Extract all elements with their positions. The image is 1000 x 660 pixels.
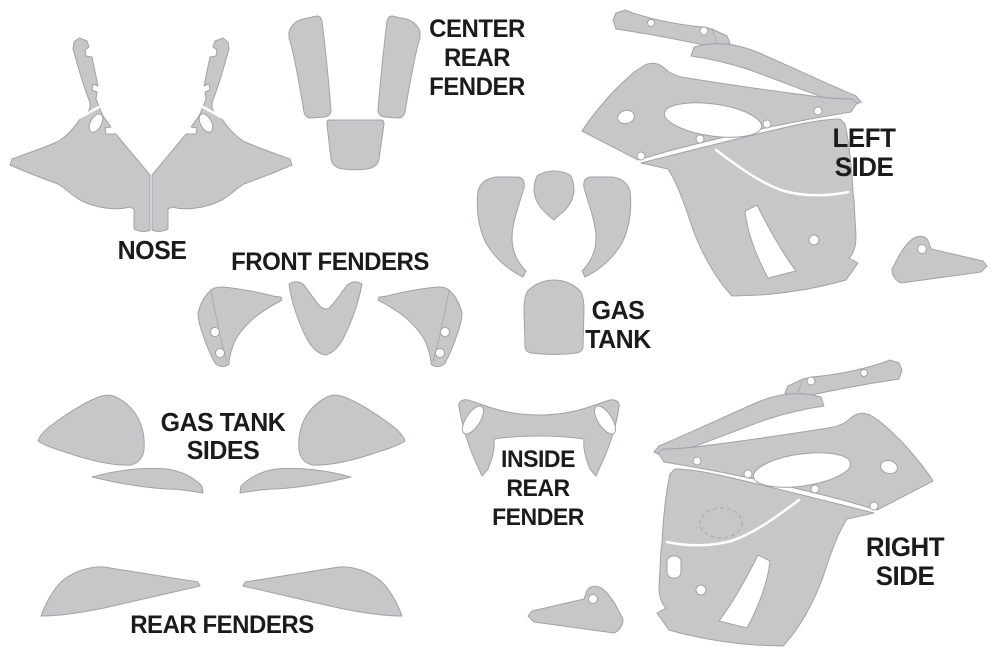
gas-tank-shape bbox=[476, 170, 632, 355]
label-left-side: LEFT SIDE bbox=[833, 124, 896, 182]
belly-slot-cutout bbox=[666, 555, 682, 579]
label-line: NOSE bbox=[117, 235, 187, 265]
label-line: REAR FENDERS bbox=[130, 611, 314, 639]
label-line: GAS TANK bbox=[160, 407, 286, 437]
label-line: REAR bbox=[443, 44, 511, 72]
label-nose: NOSE bbox=[118, 236, 187, 264]
label-gas-tank-sides: GAS TANK SIDES bbox=[161, 408, 286, 464]
label-line: SIDES bbox=[186, 435, 260, 465]
label-line: FENDER bbox=[492, 504, 584, 531]
label-right-side: RIGHT SIDE bbox=[865, 532, 945, 591]
label-line: FRONT FENDERS bbox=[231, 248, 429, 276]
label-line: FENDER bbox=[429, 73, 525, 101]
left-side-shape bbox=[580, 8, 989, 298]
label-gas-tank: GAS TANK bbox=[585, 296, 651, 354]
label-line: RIGHT bbox=[865, 532, 945, 562]
rear-fenders-shape bbox=[40, 566, 403, 617]
label-line: GAS bbox=[591, 295, 645, 325]
label-line: LEFT bbox=[832, 123, 896, 153]
label-center-rear-fender: CENTER REAR FENDER bbox=[429, 15, 525, 102]
fuel-cap-dashed-outline bbox=[699, 507, 743, 539]
inside-rear-fender-shape bbox=[458, 399, 620, 477]
label-line: SIDE bbox=[875, 561, 935, 591]
label-line: SIDE bbox=[834, 152, 894, 182]
label-line: CENTER bbox=[429, 15, 525, 43]
center-rear-fender-shape bbox=[288, 15, 421, 171]
label-line: REAR bbox=[506, 475, 570, 502]
right-side-shape bbox=[526, 358, 935, 648]
nose-shape bbox=[8, 36, 294, 233]
label-line: TANK bbox=[585, 324, 651, 354]
front-fenders-shape bbox=[197, 281, 463, 368]
label-front-fenders: FRONT FENDERS bbox=[231, 248, 429, 276]
label-rear-fenders: REAR FENDERS bbox=[130, 611, 314, 639]
label-inside-rear-fender: INSIDE REAR FENDER bbox=[492, 445, 584, 532]
label-line: INSIDE bbox=[501, 446, 575, 473]
